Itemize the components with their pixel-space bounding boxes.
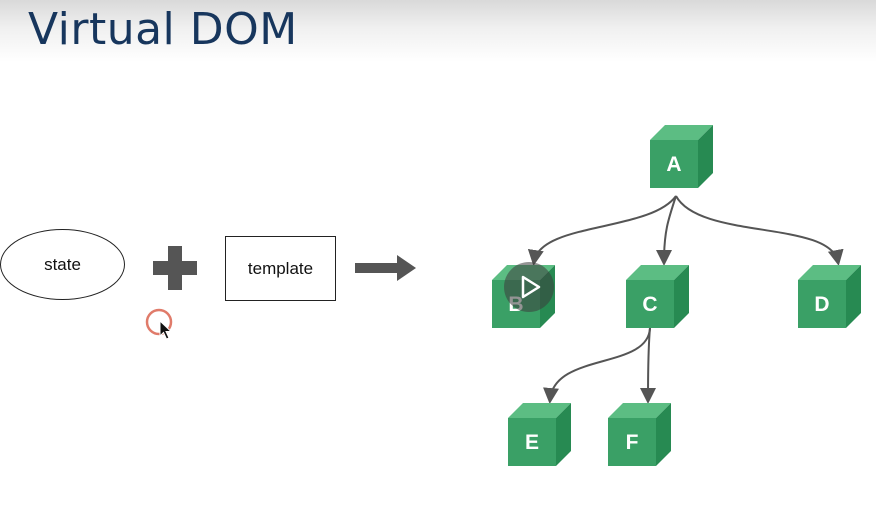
template-label: template bbox=[247, 258, 314, 278]
cube-side-face bbox=[846, 265, 861, 328]
cube-top-face bbox=[798, 265, 861, 280]
tree-node-f: F bbox=[608, 403, 671, 466]
cube-top-face bbox=[650, 125, 713, 140]
edge-c-f bbox=[640, 327, 657, 404]
edge-a-c bbox=[656, 195, 677, 266]
state-ellipse: state bbox=[0, 229, 125, 300]
cube-top-face bbox=[608, 403, 671, 418]
cube-front-face bbox=[626, 280, 674, 328]
state-label: state bbox=[44, 254, 81, 274]
cube-top-face bbox=[626, 265, 689, 280]
tree-node-label-e: E bbox=[525, 431, 539, 454]
tree-node-label-f: F bbox=[626, 431, 639, 454]
template-box: template bbox=[225, 236, 336, 301]
right-arrow-icon bbox=[355, 255, 416, 281]
cube-side-face bbox=[674, 265, 689, 328]
tree-node-a: A bbox=[650, 125, 713, 188]
cube-side-face bbox=[556, 403, 571, 466]
slide-title: Virtual DOM bbox=[28, 4, 298, 55]
cube-side-face bbox=[656, 403, 671, 466]
tree-node-label-c: C bbox=[642, 293, 657, 316]
cube-front-face bbox=[798, 280, 846, 328]
tree-node-c: C bbox=[626, 265, 689, 328]
tree-node-label-a: A bbox=[666, 153, 681, 176]
cube-front-face bbox=[508, 418, 556, 466]
tree-node-d: D bbox=[798, 265, 861, 328]
play-icon bbox=[521, 275, 541, 299]
edge-a-d bbox=[675, 195, 844, 266]
edge-c-e bbox=[543, 327, 651, 404]
cube-side-face bbox=[698, 125, 713, 188]
play-button[interactable] bbox=[504, 262, 554, 312]
cube-front-face bbox=[608, 418, 656, 466]
title-band bbox=[0, 0, 876, 62]
tree-node-e: E bbox=[508, 403, 571, 466]
edge-a-b bbox=[527, 195, 677, 266]
cube-front-face bbox=[650, 140, 698, 188]
plus-icon bbox=[153, 246, 197, 290]
mouse-pointer-icon bbox=[145, 308, 173, 340]
cube-top-face bbox=[508, 403, 571, 418]
tree-node-label-d: D bbox=[814, 293, 829, 316]
